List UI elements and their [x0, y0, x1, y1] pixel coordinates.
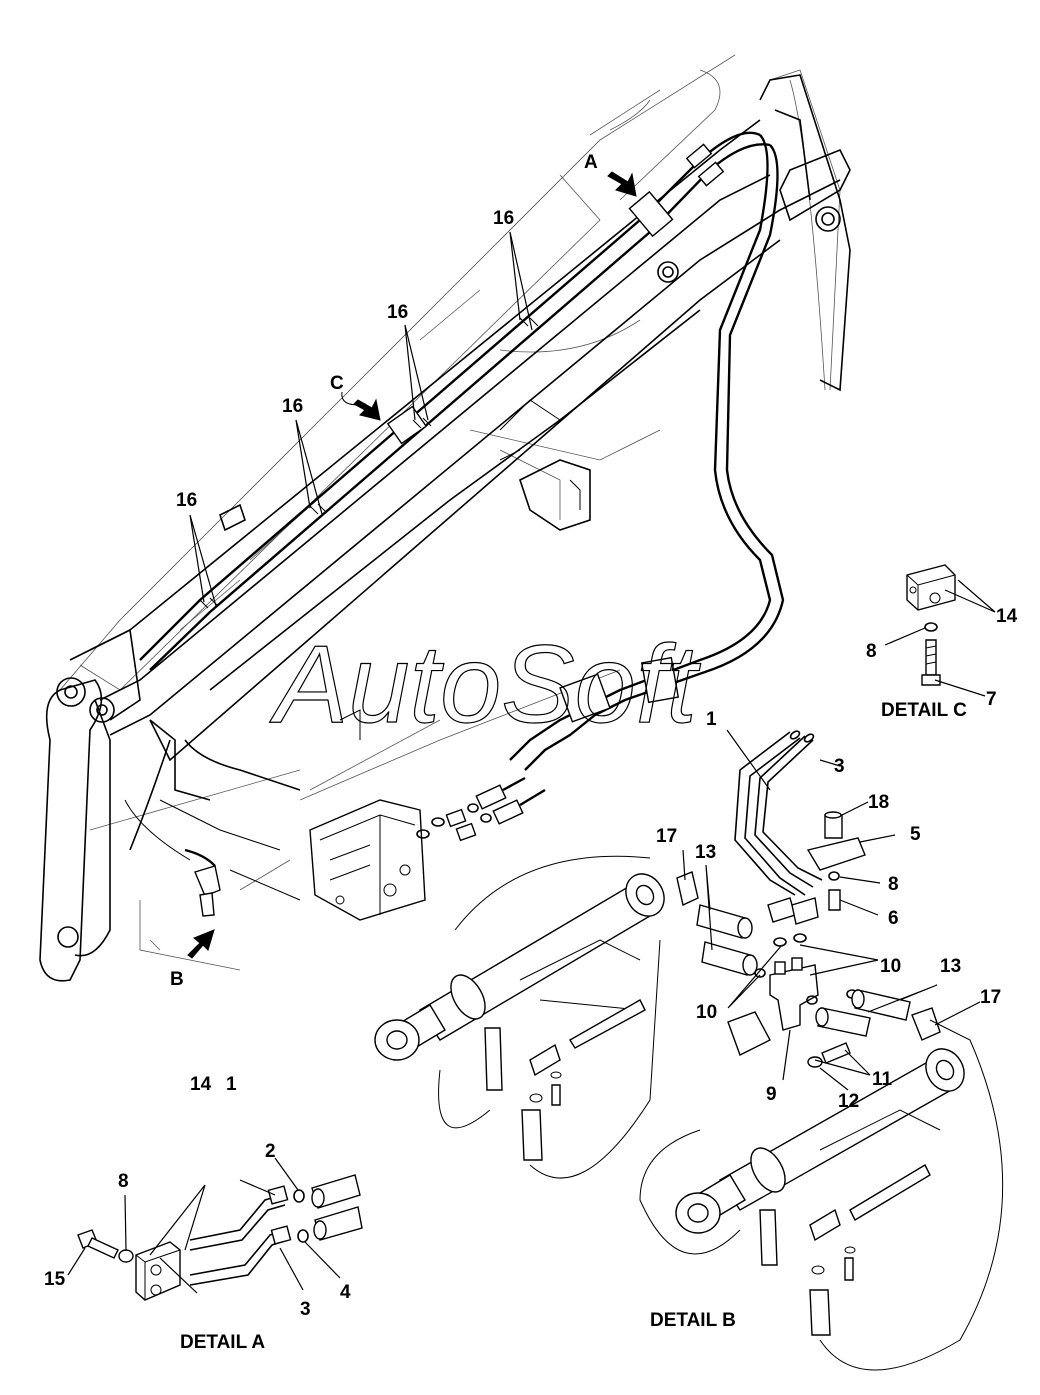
callout-16: 16	[493, 208, 514, 229]
callout-5: 5	[910, 824, 921, 845]
callout-13: 13	[695, 842, 716, 863]
frame-fitting-b	[184, 848, 221, 917]
watermark: AutoSoft	[269, 623, 701, 746]
view-arrows	[187, 171, 637, 959]
callout-8: 8	[866, 641, 877, 662]
callout-1: 1	[226, 1074, 237, 1095]
caption-detail-b: DETAIL B	[650, 1310, 736, 1331]
callout-17: 17	[980, 987, 1001, 1008]
callout-6: 6	[888, 908, 899, 929]
callout-numbers: 16 16 16 16 14 8 7 1 3 18 5 8 6 17 13 10…	[44, 208, 1018, 1320]
view-arrow-a	[607, 171, 637, 197]
callout-12: 12	[838, 1091, 859, 1112]
view-label-b: B	[170, 969, 184, 990]
callout-15: 15	[44, 1269, 66, 1290]
hose-ends-13-left	[676, 871, 758, 976]
lift-arm-upright	[39, 628, 301, 982]
callout-16: 16	[387, 302, 408, 323]
callout-9: 9	[766, 1084, 777, 1105]
view-arrow-c	[353, 398, 381, 421]
callout-16: 16	[176, 490, 197, 511]
hydraulic-tubes-1-3	[734, 730, 823, 925]
view-label-a: A	[584, 152, 598, 173]
view-arrow-b	[187, 929, 215, 959]
callout-4: 4	[340, 1282, 351, 1303]
callout-3: 3	[300, 1299, 311, 1320]
detail-a-assembly	[77, 1174, 363, 1301]
clamp-parts-18-5-8-6	[806, 811, 866, 911]
control-valve	[309, 776, 546, 921]
cylinder-left	[374, 855, 665, 1179]
detail-captions: DETAIL C DETAIL B DETAIL A	[180, 700, 967, 1353]
callout-2: 2	[265, 1141, 276, 1162]
callout-18: 18	[868, 792, 889, 813]
hose-ends-13-right	[815, 989, 941, 1041]
callout-14: 14	[996, 606, 1018, 627]
caption-detail-c: DETAIL C	[881, 700, 967, 721]
callout-11: 11	[872, 1069, 893, 1090]
callout-14: 14	[190, 1074, 212, 1095]
callout-8: 8	[118, 1171, 129, 1192]
callout-10: 10	[696, 1002, 717, 1023]
callout-17: 17	[656, 826, 677, 847]
callout-13: 13	[940, 956, 961, 977]
detail-c-assembly	[906, 564, 956, 686]
caption-detail-a: DETAIL A	[180, 1332, 265, 1353]
loader-frame	[59, 54, 841, 971]
leader-lines	[67, 231, 996, 1294]
cylinder-right	[639, 1019, 1004, 1371]
manifold-9	[727, 933, 858, 1056]
callout-7: 7	[986, 689, 997, 710]
callout-8: 8	[888, 874, 899, 895]
view-label-c: C	[330, 373, 344, 394]
callout-10: 10	[880, 956, 901, 977]
callout-1: 1	[706, 709, 717, 730]
callout-16: 16	[282, 396, 303, 417]
view-labels: A C B	[170, 152, 598, 990]
boom-arm	[89, 74, 851, 762]
callout-3: 3	[834, 756, 845, 777]
boom-hose-run	[139, 131, 785, 771]
